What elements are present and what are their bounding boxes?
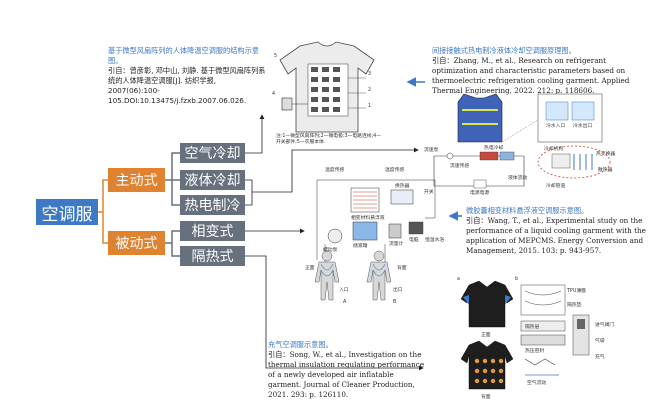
- caption-phase-change-title: 微胶囊相变材料悬浮液空调服示意图。: [466, 206, 646, 216]
- passive-node: 被动式: [108, 231, 165, 255]
- figure-inflatable: a b TPU薄膜 隔热垫 进气阀门 隔热层 热压密封 空气流动 正面 背面 气…: [455, 275, 650, 405]
- fig3-label-outlet: 出口: [393, 286, 403, 293]
- fig3-label-water-bath: 恒温水浴: [425, 236, 444, 243]
- fig2-label-pump: 流速泵: [424, 146, 438, 153]
- caption-fan-garment: 基于微型风扇阵列的人体降温空调服的结构示意图。 引自：曾彦彰, 邓中山, 刘静.…: [108, 46, 268, 106]
- fig3-label-tank: 储液罐: [353, 242, 367, 249]
- fig3-label-a: A: [343, 300, 346, 305]
- fig3-label-inlet: 入口: [339, 286, 349, 293]
- fig1-label-2: 2: [368, 88, 371, 93]
- fig2-label-tube: 冷却管道: [546, 182, 565, 189]
- inflatable-drawing: [455, 275, 650, 405]
- air-cooling-node: 空气冷却: [180, 143, 245, 163]
- figure-fan-garment: 4 3 2 1 5 注:1—微型风扇阵列;2—微电极;3—电路连线;4—开关部件…: [270, 38, 385, 146]
- fig3-label-material: 相变材料悬浮液: [351, 214, 385, 221]
- caption-thermoelectric: 间接接触式热电制冷液体冷却空调服原理图。 引自：Zhang, M., et al…: [432, 46, 637, 96]
- fig4-label-air: 空气流动: [527, 379, 546, 386]
- fig4-label-valve: 进气阀门: [595, 321, 614, 328]
- root-branch-line: [98, 180, 108, 243]
- fig3-label-temp2: 温度传感: [385, 166, 404, 173]
- fig1-label-5: 5: [274, 54, 277, 59]
- fig2-label-fan: 散热器: [598, 166, 612, 173]
- phase-change-node: 相变式: [180, 221, 245, 241]
- liquid-thermo-brace: [244, 180, 260, 205]
- fig4-label-seal: 热压密封: [525, 347, 544, 354]
- figure-thermoelectric: 流速泵 热电冷却 冷水入口 冷水出口 开关 流速传感 液体流动 电源电源 冷却机…: [424, 90, 620, 196]
- active-branch-line: [165, 153, 180, 205]
- air-to-fig1-line: [245, 115, 262, 153]
- fig4-label-b: b: [515, 277, 518, 282]
- fig4-label-back: 背面: [481, 393, 491, 400]
- active-node: 主动式: [108, 168, 165, 192]
- fig4-label-pad: 隔热垫: [567, 301, 581, 308]
- fig1-label-3: 3: [368, 72, 371, 77]
- fig3-label-front: 正面: [305, 264, 315, 271]
- fig4-label-front: 正面: [481, 331, 491, 338]
- fig2-label-thermo: 热电冷却: [484, 144, 503, 151]
- phase-change-drawing: [305, 160, 453, 310]
- fig3-label-b: B: [393, 300, 396, 305]
- fig3-label-exchanger: 换热器: [395, 182, 409, 189]
- caption-thermoelectric-title: 间接接触式热电制冷液体冷却空调服原理图。: [432, 46, 637, 56]
- caption-inflatable-ref: 引自：Song, W., et al., Investigation on th…: [268, 350, 428, 400]
- caption-inflatable-title: 充气空调服示意图。: [268, 340, 428, 350]
- caption-inflatable: 充气空调服示意图。 引自：Song, W., et al., Investiga…: [268, 340, 428, 400]
- thermoelectric-node: 热电制冷: [180, 195, 245, 215]
- fig4-label-bag: 气袋: [595, 337, 605, 344]
- fig2-label-water-in: 冷水入口: [546, 122, 565, 129]
- fig2-label-flow: 液体流动: [508, 174, 527, 181]
- caption-phase-change: 微胶囊相变材料悬浮液空调服示意图。 引自：Wang, T., et al., E…: [466, 206, 646, 256]
- fig2-label-battery: 电源电源: [470, 189, 489, 196]
- fig1-label-4: 4: [272, 92, 275, 97]
- fig4-label-inflate: 充气: [595, 353, 605, 360]
- fig3-label-back: 背面: [397, 264, 407, 271]
- fig4-label-a: a: [457, 277, 460, 282]
- insulation-node: 隔热式: [180, 246, 245, 266]
- fig4-label-tpu: TPU薄膜: [567, 287, 586, 294]
- fig2-label-heat: 热交换器: [596, 150, 615, 157]
- fig3-label-pc: 电脑: [409, 236, 419, 243]
- figure-phase-change: 温度传感 温度传感 相变材料悬浮液 换热器 恒温水浴 蠕动泵 储液罐 电脑 流量…: [305, 160, 453, 310]
- root-node: 空调服: [36, 199, 98, 225]
- fig3-label-temp1: 温度传感: [325, 166, 344, 173]
- fig1-label-1: 1: [368, 104, 371, 109]
- fig3-label-flowmeter: 流量计: [389, 240, 403, 247]
- fig2-label-water-out: 冷水出口: [573, 122, 592, 129]
- caption-fan-garment-title: 基于微型风扇阵列的人体降温空调服的结构示意图。: [108, 46, 268, 66]
- liquid-cooling-node: 液体冷却: [180, 170, 245, 190]
- caption-phase-change-ref: 引自：Wang, T., et al., Experimental study …: [466, 216, 646, 256]
- fig1-legend: 注:1—微型风扇阵列;2—微电极;3—电路连线;4—开关部件;5—衣服本体.: [276, 134, 384, 146]
- fig2-label-cold: 冷却机构: [544, 145, 563, 152]
- caption-fan-garment-ref: 引自：曾彦彰, 邓中山, 刘静. 基于微型风扇阵列系统的人体降温空调服[J]. …: [108, 66, 268, 106]
- fig4-label-layer: 隔热层: [525, 323, 539, 330]
- fig3-label-pump: 蠕动泵: [323, 246, 337, 253]
- passive-branch-line: [165, 231, 180, 256]
